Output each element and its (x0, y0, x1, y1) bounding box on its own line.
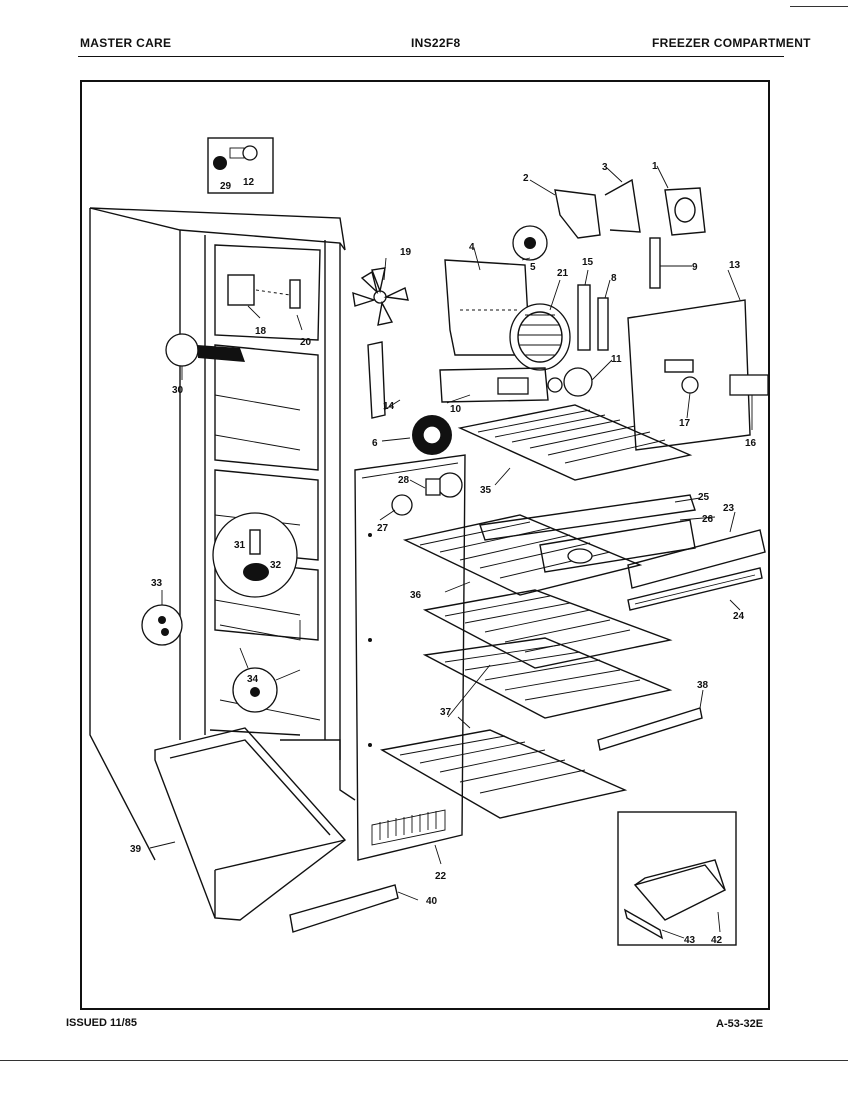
callout-29: 29 (220, 181, 232, 192)
light-assembly-10-11 (439, 367, 593, 403)
callout-11: 11 (611, 354, 622, 365)
callout-30: 30 (172, 385, 184, 396)
callout-38: 38 (697, 680, 709, 691)
model-number: INS22F8 (411, 36, 461, 50)
callout-15: 15 (582, 257, 594, 268)
callout-5: 5 (530, 262, 536, 273)
callout-17: 17 (679, 418, 691, 429)
callout-1: 1 (652, 161, 658, 172)
divider-panel (354, 454, 466, 861)
callout-36: 36 (410, 590, 422, 601)
callout-4: 4 (469, 242, 475, 253)
bracket-2-3-1 (554, 178, 706, 239)
callout-33: 33 (151, 578, 163, 589)
callout-13: 13 (729, 260, 741, 271)
callout-9: 9 (692, 262, 698, 273)
diagram-frame (80, 80, 770, 1010)
callout-25: 25 (698, 492, 710, 503)
callout-32: 32 (270, 560, 282, 571)
shelf-37-upper (422, 589, 673, 669)
callout-12: 12 (243, 177, 255, 188)
lamp-27-28 (391, 472, 463, 516)
callout-42: 42 (711, 935, 723, 946)
shelf-bottom (380, 729, 628, 819)
callout-24: 24 (733, 611, 745, 622)
grille-21 (509, 303, 571, 371)
callout-43: 43 (684, 935, 696, 946)
motor-5 (512, 225, 548, 261)
leader-lines (149, 165, 753, 939)
strip-38 (597, 707, 703, 751)
cabinet (89, 207, 356, 861)
shelf-36 (402, 514, 643, 596)
detail-31-32 (212, 512, 298, 598)
page-code: A-53-32E (716, 1018, 764, 1030)
callout-20: 20 (300, 337, 312, 348)
callout-19: 19 (400, 247, 412, 258)
detail-30 (165, 333, 245, 367)
knob-6 (412, 415, 452, 455)
cover-13 (627, 299, 769, 451)
track-24 (627, 567, 763, 611)
header-rule (78, 56, 784, 57)
callout-34: 34 (247, 674, 259, 685)
rail-25-26 (479, 494, 696, 573)
fan-shroud-4 (444, 259, 531, 356)
issued-date: ISSUED 11/85 (66, 1017, 137, 1029)
bracket-14 (367, 341, 386, 419)
callout-numbers: 1 2 3 4 5 6 8 9 10 11 12 13 14 15 16 17 … (130, 161, 757, 946)
callout-21: 21 (557, 268, 569, 279)
shelf-37-lower (422, 637, 673, 719)
callout-18: 18 (255, 326, 267, 337)
callout-39: 39 (130, 844, 142, 855)
callout-35: 35 (480, 485, 492, 496)
corner-rule (790, 6, 848, 7)
fan-blade-19 (352, 267, 409, 326)
callout-10: 10 (450, 404, 462, 415)
bottom-rule (0, 1060, 848, 1061)
part-12-29-inset (207, 137, 274, 194)
pan-39 (154, 727, 347, 921)
callout-37: 37 (440, 707, 452, 718)
brand-label: MASTER CARE (80, 36, 172, 50)
shelf-35 (457, 404, 693, 481)
strips-9-15-8 (577, 237, 661, 351)
rail-23 (627, 529, 766, 589)
callout-40: 40 (426, 896, 438, 907)
detail-18-20 (227, 274, 301, 309)
detail-33 (141, 604, 183, 646)
callout-22: 22 (435, 871, 447, 882)
callout-2: 2 (523, 173, 529, 184)
detail-34 (232, 667, 278, 713)
callout-8: 8 (611, 273, 617, 284)
callout-6: 6 (372, 438, 378, 449)
strip-40 (289, 884, 399, 933)
callout-31: 31 (234, 540, 246, 551)
section-title: FREEZER COMPARTMENT (652, 36, 811, 50)
callout-23: 23 (723, 503, 735, 514)
callout-28: 28 (398, 475, 410, 486)
callout-3: 3 (602, 162, 608, 173)
callout-14: 14 (383, 401, 395, 412)
callout-26: 26 (702, 514, 714, 525)
inset-42-43 (617, 811, 737, 946)
callout-16: 16 (745, 438, 757, 449)
callout-27: 27 (377, 523, 389, 534)
